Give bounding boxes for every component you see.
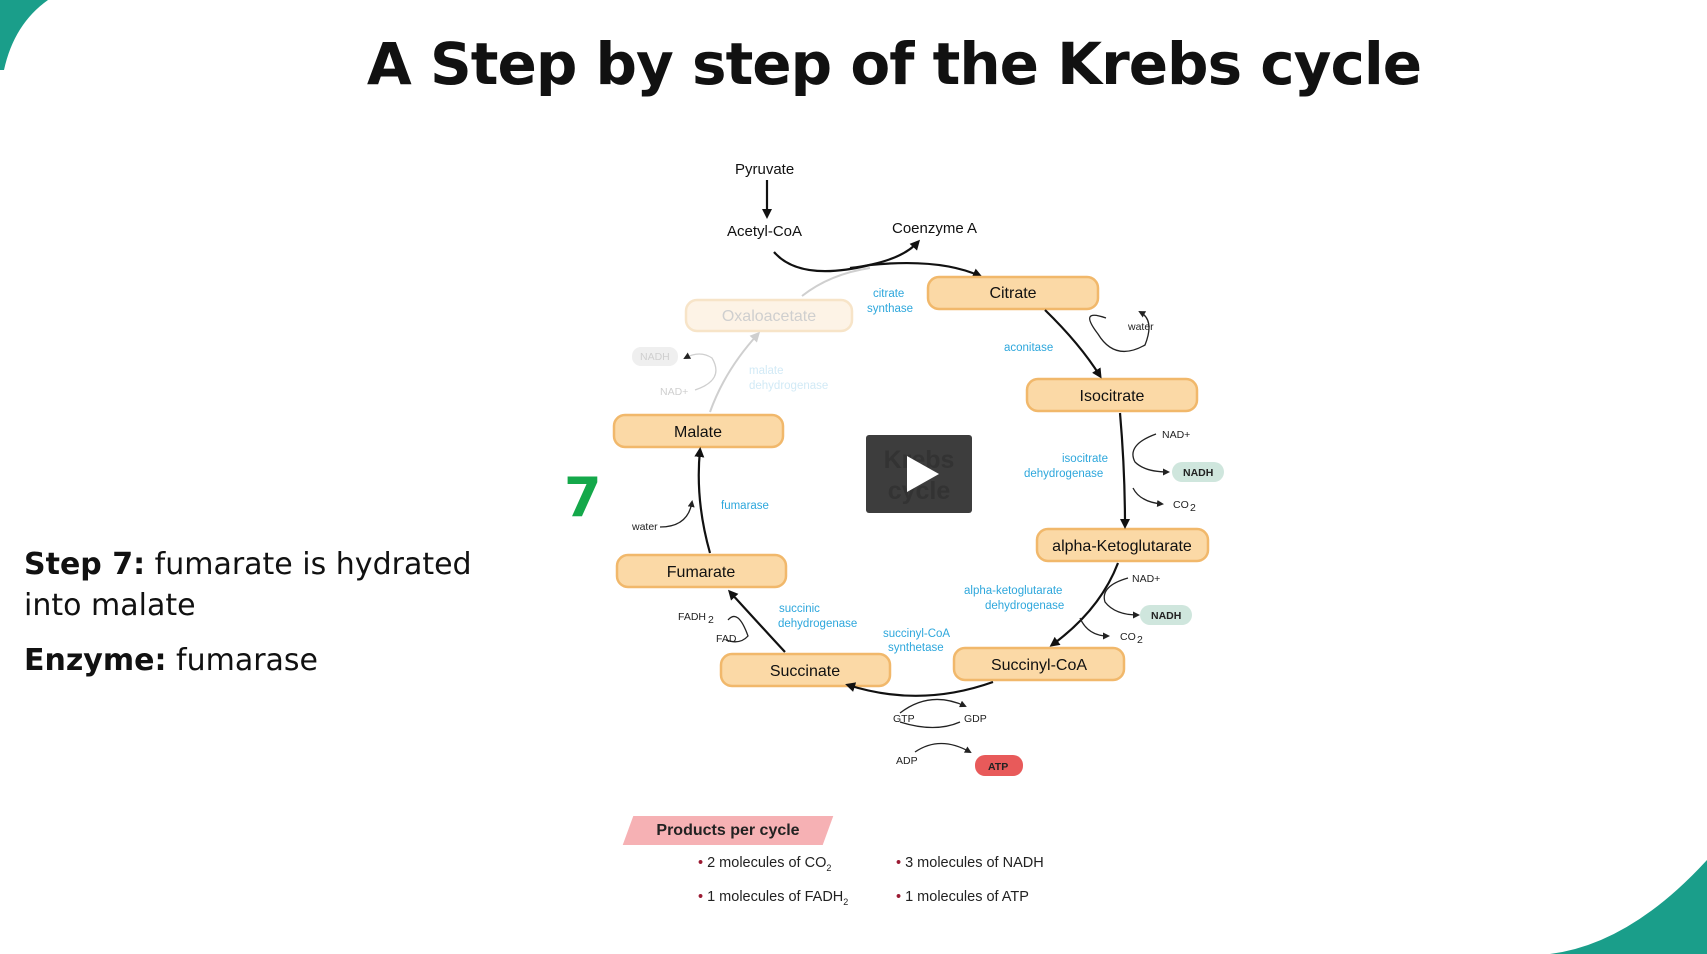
pyruvate-label: Pyruvate: [735, 161, 794, 178]
isocitrate-to-akg-arrow: [1118, 412, 1130, 529]
product-item: •1 molecules of ATP: [896, 889, 1029, 905]
enzyme-aconitase: aconitase: [1004, 342, 1053, 354]
enzyme-isocitrate-dh-1: isocitrate: [1062, 453, 1108, 465]
nad-plus-label-2: NAD+: [1132, 573, 1160, 585]
svg-text:Fumarate: Fumarate: [667, 564, 736, 581]
water-label-aconitase: water: [1127, 321, 1154, 333]
co2-sub-1: 2: [1190, 502, 1196, 514]
isocitrate-co2-branch: [1132, 487, 1164, 508]
node-oxaloacetate: Oxaloacetate: [684, 298, 854, 333]
node-fumarate: Fumarate: [615, 553, 788, 589]
svg-text:Citrate: Citrate: [989, 285, 1036, 302]
coenzyme-a-label: Coenzyme A: [892, 220, 977, 237]
corner-accent-bottom-right: [1550, 860, 1707, 954]
node-succinate: Succinate: [719, 652, 892, 688]
fumarate-to-malate-arrow: [694, 447, 712, 554]
step-description: Step 7: fumarate is hydrated into malate: [24, 544, 504, 626]
gtp-label: GTP: [893, 713, 915, 725]
nadh-badge-2: [1140, 605, 1192, 625]
corner-accent-top-left: [0, 0, 48, 70]
play-icon[interactable]: [907, 456, 939, 492]
svg-text:alpha-Ketoglutarate: alpha-Ketoglutarate: [1052, 538, 1192, 555]
product-item: •2 molecules of CO2: [698, 855, 832, 873]
enzyme-citrate-synthase-1: citrate: [873, 288, 904, 300]
nadh-label-2: NADH: [1151, 610, 1181, 622]
svg-text:Succinyl-CoA: Succinyl-CoA: [991, 657, 1087, 674]
succinate-to-fumarate-arrow: [727, 589, 786, 653]
enzyme-akg-dh-1: alpha-ketoglutarate: [964, 585, 1062, 597]
enzyme-malate-dh-1: malate: [749, 365, 784, 377]
product-item: •3 molecules of NADH: [896, 855, 1044, 871]
svg-text:Oxaloacetate: Oxaloacetate: [722, 308, 816, 325]
water-label-fumarase: water: [631, 521, 658, 533]
slide-title: A Step by step of the Krebs cycle: [366, 30, 1422, 98]
nadh-label-faded: NADH: [640, 351, 670, 363]
malate-to-oxaloacetate-arrow: [709, 331, 761, 413]
fad-label: FAD: [716, 633, 737, 645]
enzyme-succinic-dh-2: dehydrogenase: [778, 618, 857, 630]
bullet-icon: •: [698, 855, 704, 871]
enzyme-succinyl-coa-synthetase-1: succinyl-CoA: [883, 628, 950, 640]
svg-text:Isocitrate: Isocitrate: [1080, 388, 1145, 405]
nadh-badge-faded: [632, 347, 678, 366]
fadh2-sub: 2: [708, 614, 714, 626]
step-number: 7: [564, 466, 602, 529]
isocitrate-nad-branch: [1132, 433, 1170, 476]
malate-nad-loop: [683, 352, 717, 391]
succinyl-to-succinate-arrow: [845, 680, 994, 697]
oxaloacetate-to-citrate-line: [801, 267, 871, 297]
node-alpha-ketoglutarate: alpha-Ketoglutarate: [1035, 527, 1210, 563]
water-input-fumarase: [659, 500, 695, 528]
enzyme-akg-dh-2: dehydrogenase: [985, 600, 1064, 612]
bullet-icon: •: [698, 889, 704, 905]
akg-nad-branch: [1103, 577, 1140, 619]
enzyme-succinic-dh-1: succinic: [779, 603, 820, 615]
nadh-label-1: NADH: [1183, 467, 1213, 479]
step-description-text: fumarate is hydrated into malate: [24, 547, 472, 623]
enzyme-isocitrate-dh-2: dehydrogenase: [1024, 468, 1103, 480]
water-loop-aconitase: [1089, 311, 1150, 353]
gdp-gtp-return: [899, 721, 961, 729]
bullet-icon: •: [896, 855, 902, 871]
enzyme-name: fumarase: [176, 643, 319, 678]
adp-label: ADP: [896, 755, 918, 767]
akg-to-succinyl-arrow: [1049, 562, 1120, 647]
atp-badge: [975, 755, 1023, 776]
product-item: •1 molecules of FADH2: [698, 889, 849, 907]
nad-plus-label-faded: NAD+: [660, 386, 688, 398]
video-play-button[interactable]: Krebs cycle: [866, 435, 972, 513]
enzyme-citrate-synthase-2: synthase: [867, 303, 913, 315]
atp-label: ATP: [988, 761, 1008, 773]
svg-text:Malate: Malate: [674, 424, 722, 441]
enzyme-label: Enzyme:: [24, 643, 167, 678]
products-title-badge: Products per cycle: [622, 816, 834, 845]
nad-plus-label-1: NAD+: [1162, 429, 1190, 441]
node-succinyl-coa: Succinyl-CoA: [952, 646, 1126, 682]
co2-label-1: CO: [1173, 499, 1189, 511]
node-citrate: Citrate: [926, 275, 1100, 311]
adp-atp-arrow: [914, 742, 972, 753]
svg-text:Succinate: Succinate: [770, 663, 840, 680]
step-label: Step 7:: [24, 547, 146, 582]
enzyme-line: Enzyme: fumarase: [24, 643, 318, 678]
enzyme-malate-dh-2: dehydrogenase: [749, 380, 828, 392]
enzyme-succinyl-coa-synthetase-2: synthetase: [888, 642, 944, 654]
node-malate: Malate: [612, 413, 785, 449]
fadh2-label: FADH: [678, 611, 706, 623]
bullet-icon: •: [896, 889, 902, 905]
nadh-badge-1: [1172, 462, 1224, 482]
node-isocitrate: Isocitrate: [1025, 377, 1199, 413]
gtp-gdp-loop: [899, 698, 967, 714]
coenzyme-a-release-arrow: [849, 239, 921, 270]
gdp-label: GDP: [964, 713, 987, 725]
fad-loop: [725, 615, 749, 643]
akg-co2-branch: [1079, 617, 1110, 640]
co2-label-2: CO: [1120, 631, 1136, 643]
co2-sub-2: 2: [1137, 634, 1143, 646]
acetyl-coa-label: Acetyl-CoA: [727, 223, 802, 240]
enzyme-fumarase: fumarase: [721, 500, 769, 512]
citrate-to-isocitrate-arrow: [1044, 309, 1102, 379]
